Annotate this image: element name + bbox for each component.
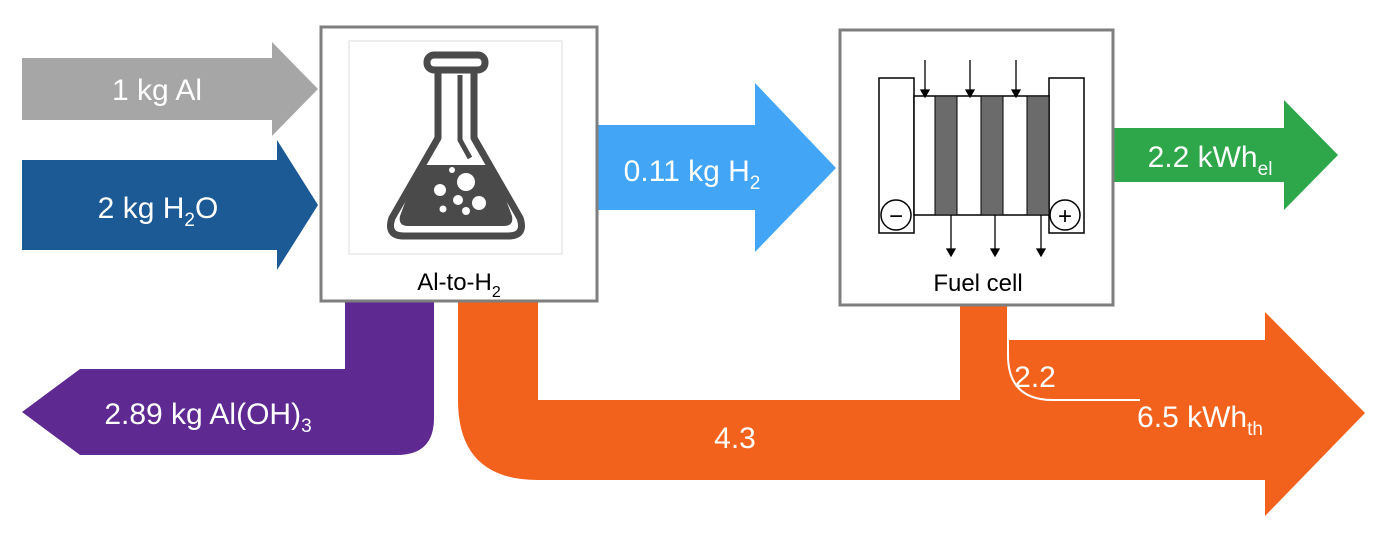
aluminum-input-arrow [22, 42, 318, 136]
hydroxide-output-arrow [22, 300, 434, 455]
heat-branch-divider [1007, 300, 1140, 401]
reactor-label: Al-to-H2 [417, 269, 501, 301]
heat-flow [458, 300, 1365, 516]
fuel-cell-icon: − + [878, 60, 1085, 258]
aluminum-input-label: 1 kg Al [112, 74, 202, 107]
flask-icon [387, 51, 525, 240]
positive-terminal-label: + [1058, 203, 1072, 230]
reactor-heat-label: 4.3 [714, 422, 756, 455]
fuel-cell-heat-label: 2.2 [1014, 361, 1056, 394]
electricity-output-arrow [1113, 100, 1338, 210]
fuel-cell-label: Fuel cell [933, 270, 1022, 297]
negative-terminal-icon [880, 199, 912, 231]
heat-branch-join [960, 340, 1280, 400]
heat-total-label: 6.5 kWhth [1137, 401, 1263, 440]
negative-terminal-label: − [889, 203, 903, 230]
electricity-output-label: 2.2 kWhel [1148, 141, 1273, 180]
hydrogen-flow-arrow [598, 83, 836, 252]
water-input-label: 2 kg H2O [98, 192, 219, 231]
positive-terminal-icon [1049, 199, 1081, 231]
reactor-box: Al-to-H2 [319, 25, 599, 303]
water-input-arrow [22, 140, 318, 270]
hydroxide-output-label: 2.89 kg Al(OH)3 [104, 398, 311, 437]
hydrogen-flow-label: 0.11 kg H2 [624, 155, 761, 194]
fuel-cell-box: − + Fuel cell [838, 28, 1115, 307]
